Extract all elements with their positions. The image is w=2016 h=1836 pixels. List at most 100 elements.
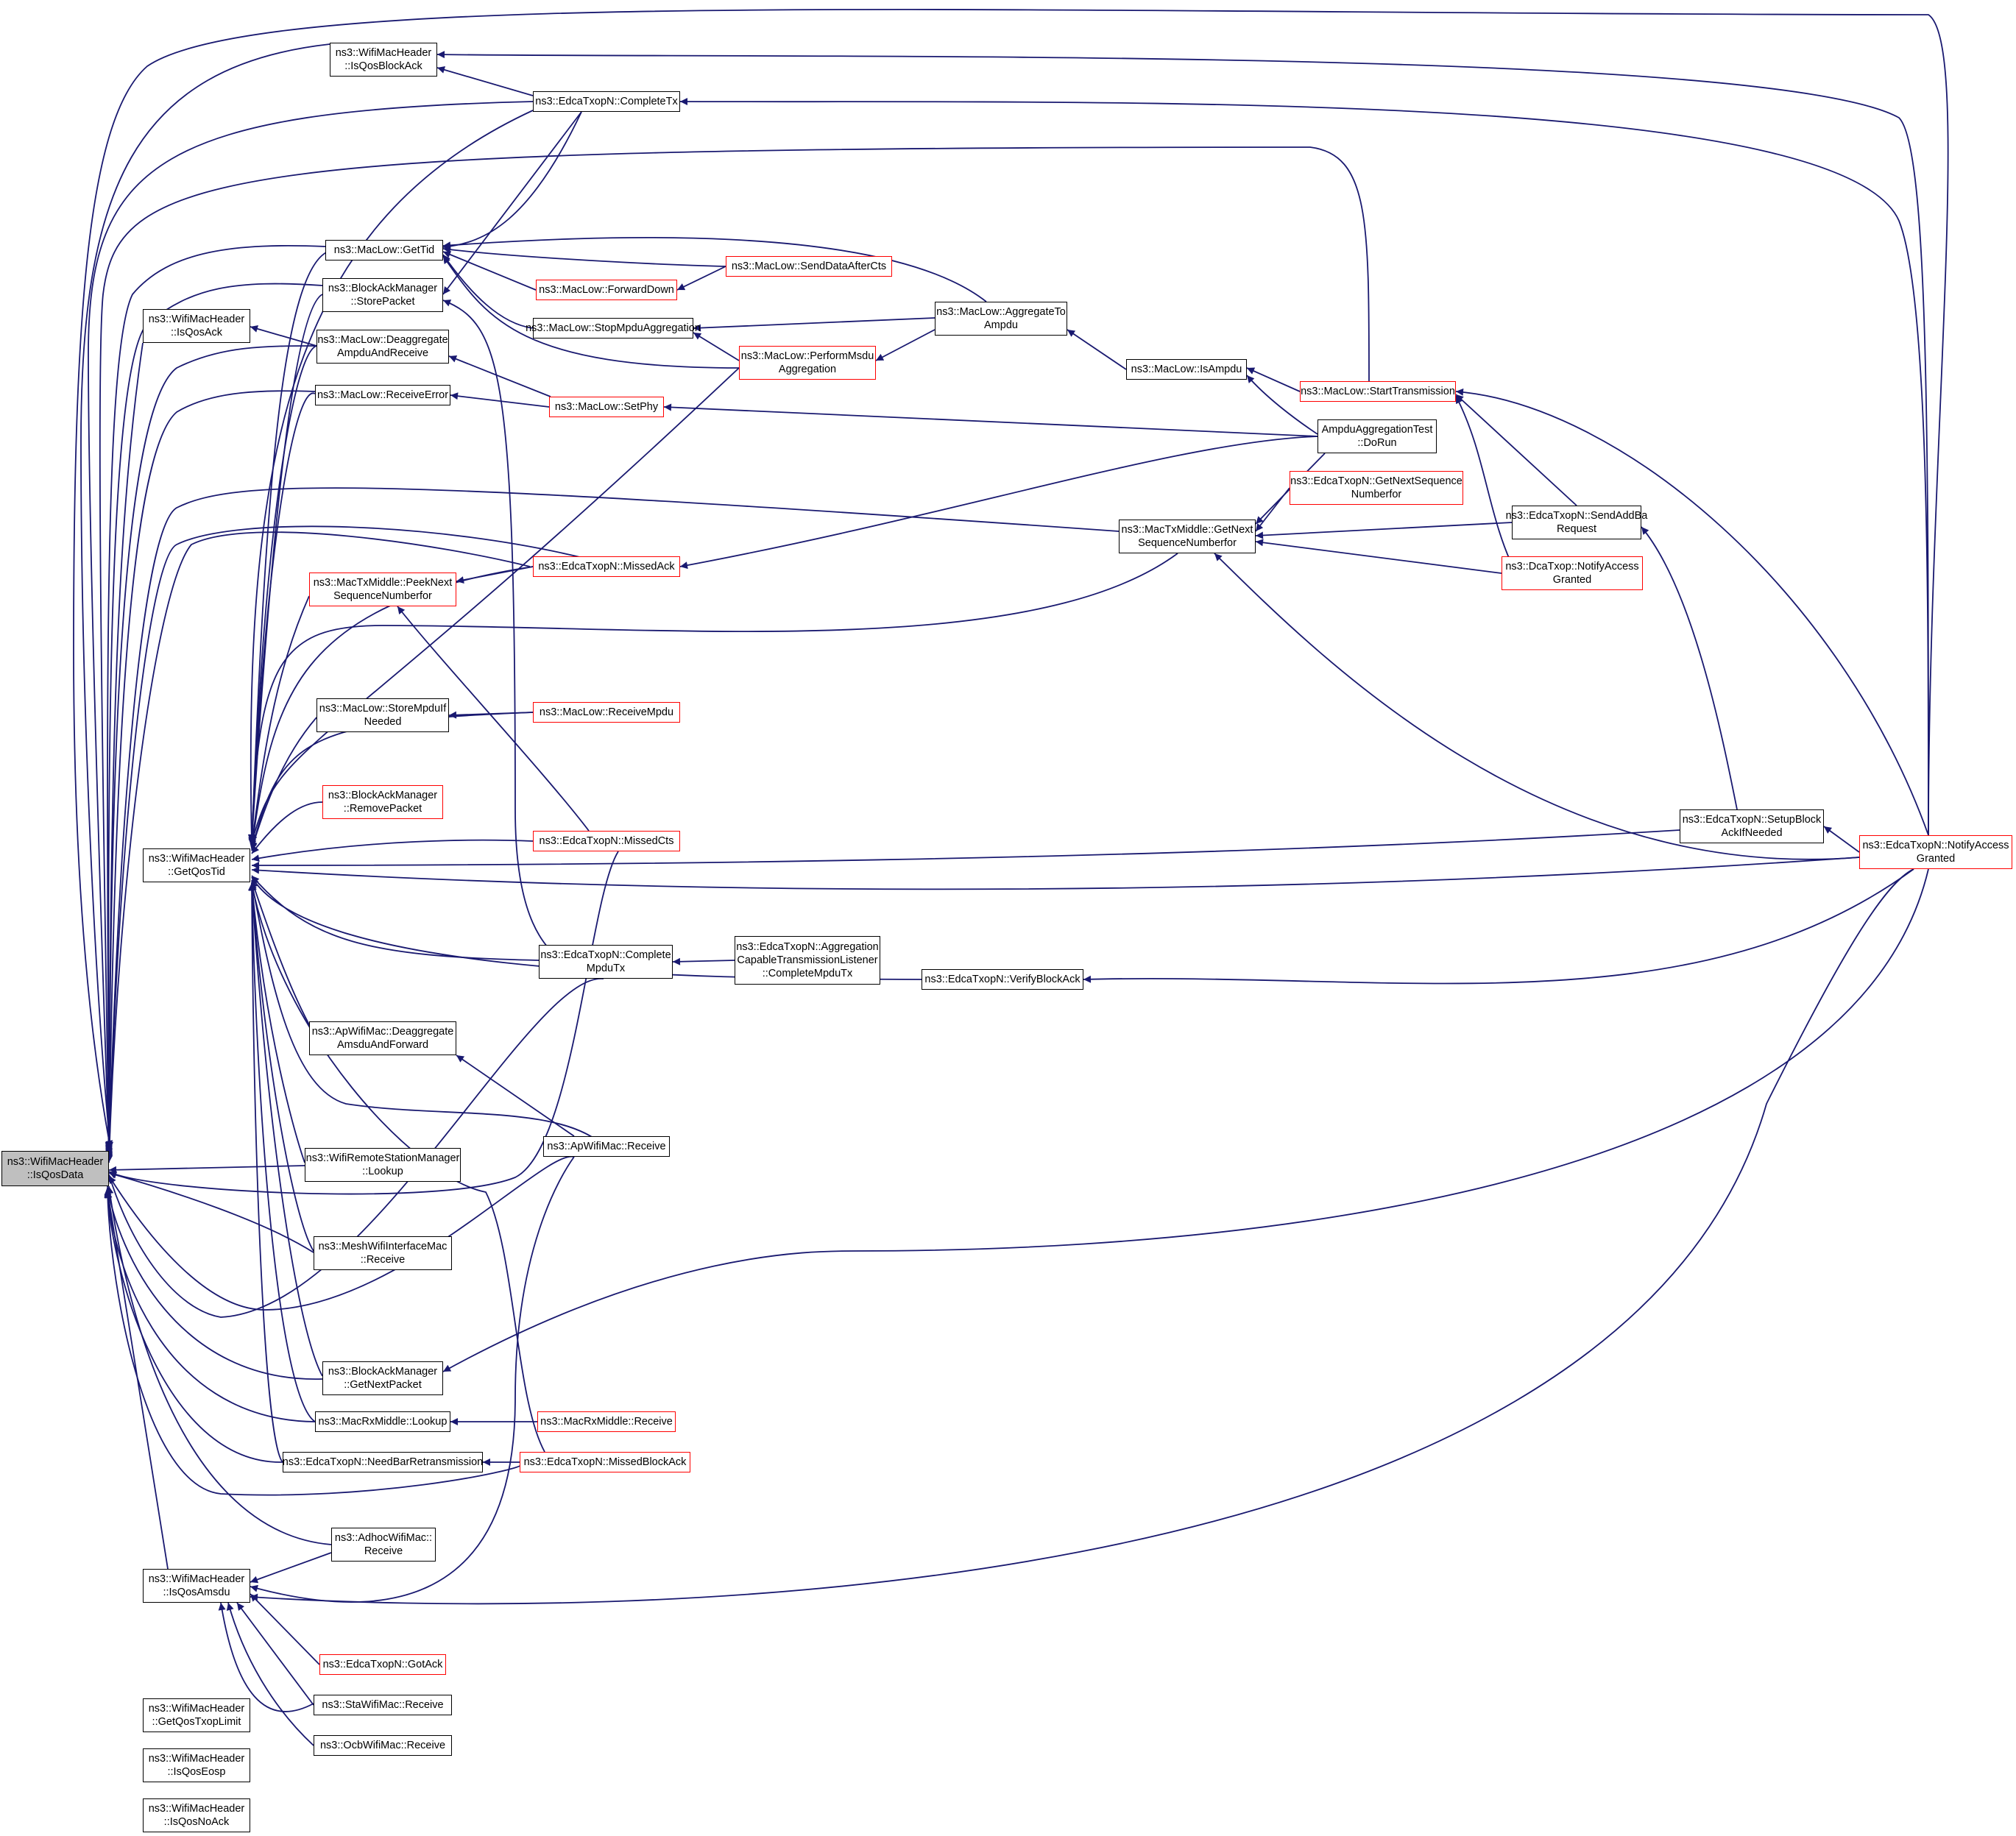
call-edge	[1455, 388, 1929, 836]
call-edge	[251, 801, 323, 854]
node-setupblockack[interactable]: ns3::EdcaTxopN::SetupBlock AckIfNeeded	[1680, 809, 1824, 843]
node-meshreceive[interactable]: ns3::MeshWifiInterfaceMac ::Receive	[314, 1236, 452, 1270]
node-receiveerror[interactable]: ns3::MacLow::ReceiveError	[315, 385, 450, 405]
node-aggregationlistener[interactable]: ns3::EdcaTxopN::Aggregation CapableTrans…	[735, 936, 880, 985]
call-edge	[248, 882, 323, 1377]
node-isqosblockack[interactable]: ns3::WifiMacHeader ::IsQosBlockAck	[330, 43, 437, 77]
call-edge	[672, 957, 735, 965]
node-stopmpduaggregation[interactable]: ns3::MacLow::StopMpduAggregation	[526, 318, 701, 339]
call-edge	[436, 66, 534, 96]
node-aggregatetoampdu[interactable]: ns3::MacLow::AggregateTo Ampdu	[935, 302, 1067, 336]
call-edge	[442, 246, 726, 267]
node-senddataaftercts[interactable]: ns3::MacLow::SendDataAfterCts	[726, 256, 892, 277]
call-edge	[251, 857, 1860, 890]
node-missedcts[interactable]: ns3::EdcaTxopN::MissedCts	[533, 831, 680, 851]
call-edge	[247, 110, 534, 843]
call-edge	[248, 345, 317, 846]
call-edge	[250, 868, 1914, 1605]
call-edge	[448, 355, 551, 397]
call-edge	[105, 531, 531, 1163]
call-edge	[1246, 375, 1318, 435]
call-edge	[248, 882, 314, 1252]
call-edge	[99, 146, 1370, 1152]
call-edge	[450, 392, 550, 408]
call-edge	[456, 1055, 575, 1137]
call-edge	[105, 1190, 169, 1570]
node-ocbreceive[interactable]: ns3::OcbWifiMac::Receive	[314, 1735, 452, 1756]
node-verifyblockack[interactable]: ns3::EdcaTxopN::VerifyBlockAck	[922, 969, 1083, 990]
call-edge	[676, 266, 726, 291]
node-edcanotifyaccess[interactable]: ns3::EdcaTxopN::NotifyAccess Granted	[1859, 835, 2012, 869]
node-completempdutx[interactable]: ns3::EdcaTxopN::Complete MpduTx	[539, 945, 673, 979]
call-edge	[236, 1602, 314, 1706]
call-edge	[73, 9, 1949, 1149]
node-getnextpacket[interactable]: ns3::BlockAckManager ::GetNextPacket	[322, 1361, 443, 1395]
node-missedblockack[interactable]: ns3::EdcaTxopN::MissedBlockAck	[520, 1452, 690, 1472]
node-getnextseqnumberfor2[interactable]: ns3::EdcaTxopN::GetNextSequence Numberfo…	[1290, 471, 1463, 505]
node-getnextseqnumberfor[interactable]: ns3::MacTxMiddle::GetNext SequenceNumber…	[1119, 520, 1256, 553]
call-edge	[679, 436, 1318, 570]
node-sendaddbarequest[interactable]: ns3::EdcaTxopN::SendAddBa Request	[1506, 506, 1647, 539]
call-edge	[105, 283, 323, 1155]
call-edge	[442, 255, 740, 369]
node-forwarddown[interactable]: ns3::MacLow::ForwardDown	[536, 280, 677, 300]
node-isqosamsdu[interactable]: ns3::WifiMacHeader ::IsQosAmsdu	[143, 1569, 250, 1603]
call-edge	[693, 317, 936, 332]
call-edge	[442, 111, 582, 250]
call-edge	[104, 1190, 523, 1496]
call-edge	[218, 1602, 314, 1712]
node-adhocreceive[interactable]: ns3::AdhocWifiMac:: Receive	[331, 1528, 436, 1562]
node-storepacket[interactable]: ns3::BlockAckManager ::StorePacket	[322, 278, 443, 312]
call-edge	[107, 978, 604, 1318]
node-stareceive[interactable]: ns3::StaWifiMac::Receive	[314, 1695, 452, 1715]
node-isqosack[interactable]: ns3::WifiMacHeader ::IsQosAck	[143, 309, 250, 343]
call-edge	[1246, 367, 1301, 392]
call-edge	[1083, 868, 1914, 985]
call-edge	[1214, 553, 1860, 860]
node-getqostxoplimit[interactable]: ns3::WifiMacHeader ::GetQosTxopLimit	[143, 1698, 250, 1732]
call-edge	[1455, 395, 1517, 575]
node-dorun[interactable]: AmpduAggregationTest ::DoRun	[1318, 419, 1437, 453]
call-edge	[105, 1185, 323, 1380]
call-edge	[88, 101, 534, 1150]
node-dcanotifyaccess[interactable]: ns3::DcaTxop::NotifyAccess Granted	[1502, 556, 1643, 590]
node-apreceive[interactable]: ns3::ApWifiMac::Receive	[543, 1136, 670, 1157]
call-edge	[442, 299, 567, 965]
node-isampdu[interactable]: ns3::MacLow::IsAmpdu	[1126, 359, 1247, 380]
call-edge	[249, 881, 604, 1146]
call-edge	[105, 245, 326, 1153]
node-removepacket[interactable]: ns3::BlockAckManager ::RemovePacket	[322, 785, 443, 819]
node-receivempdu[interactable]: ns3::MacLow::ReceiveMpdu	[533, 702, 680, 723]
node-rxreceive[interactable]: ns3::MacRxMiddle::Receive	[537, 1411, 676, 1432]
call-edges	[73, 9, 1949, 1746]
node-completetx[interactable]: ns3::EdcaTxopN::CompleteTx	[533, 91, 680, 112]
call-edge	[105, 525, 590, 1162]
node-isqosdata: ns3::WifiMacHeader ::IsQosData	[1, 1151, 109, 1186]
node-isqosnoack[interactable]: ns3::WifiMacHeader ::IsQosNoAck	[143, 1798, 250, 1832]
node-performmsdu[interactable]: ns3::MacLow::PerformMsdu Aggregation	[739, 346, 876, 380]
node-deaggregateampdu[interactable]: ns3::MacLow::Deaggregate AmpduAndReceive	[316, 330, 449, 364]
node-rsmlookup[interactable]: ns3::WifiRemoteStationManager ::Lookup	[305, 1148, 461, 1182]
node-isqoseosp[interactable]: ns3::WifiMacHeader ::IsQosEosp	[143, 1748, 250, 1782]
node-peeknextseq[interactable]: ns3::MacTxMiddle::PeekNext SequenceNumbe…	[309, 573, 456, 606]
call-edge	[250, 325, 317, 347]
call-edge	[1067, 329, 1127, 370]
call-edge	[105, 487, 1120, 1160]
node-gettid[interactable]: ns3::MacLow::GetTid	[325, 240, 443, 260]
call-edge	[456, 566, 534, 584]
node-setphy[interactable]: ns3::MacLow::SetPhy	[549, 397, 664, 417]
call-edge	[448, 711, 534, 719]
node-gotack[interactable]: ns3::EdcaTxopN::GotAck	[319, 1654, 446, 1675]
call-edge	[442, 111, 582, 295]
node-starttransmission[interactable]: ns3::MacLow::StartTransmission	[1300, 381, 1456, 402]
call-edge	[248, 882, 305, 1163]
call-edge	[1255, 522, 1513, 539]
node-missedack[interactable]: ns3::EdcaTxopN::MissedAck	[533, 556, 680, 577]
call-edge	[106, 1185, 332, 1545]
node-getqostid[interactable]: ns3::WifiMacHeader ::GetQosTid	[143, 848, 250, 882]
node-storempduifneeded[interactable]: ns3::MacLow::StoreMpduIf Needed	[316, 698, 449, 732]
node-needbarretrans[interactable]: ns3::EdcaTxopN::NeedBarRetransmission	[283, 1452, 483, 1472]
node-apdeaggregate[interactable]: ns3::ApWifiMac::Deaggregate AmsduAndForw…	[309, 1021, 456, 1055]
node-rxlookup[interactable]: ns3::MacRxMiddle::Lookup	[315, 1411, 450, 1432]
